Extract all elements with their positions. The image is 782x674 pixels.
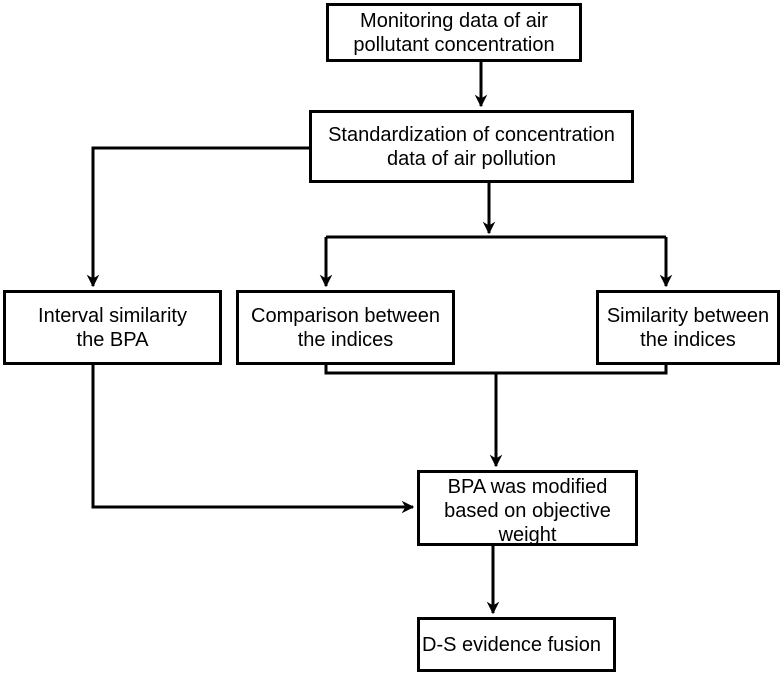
merge-comparison bbox=[324, 365, 668, 375]
node-bpa-modified: BPA was modified based on objective weig… bbox=[417, 470, 638, 546]
node-ds-evidence-fusion-label: D-S evidence fusion bbox=[422, 633, 601, 656]
arrow-interval-to-bpa bbox=[91, 365, 415, 514]
node-comparison-indices: Comparison between the indices bbox=[236, 290, 455, 365]
node-bpa-modified-label: BPA was modified based on objective weig… bbox=[444, 476, 611, 546]
node-ds-evidence-fusion: D-S evidence fusion bbox=[417, 617, 616, 672]
node-interval-similarity-label: Interval similarity the BPA bbox=[38, 304, 187, 351]
node-standardization: Standardization of concentration data of… bbox=[309, 110, 634, 183]
node-comparison-indices-label: Comparison between the indices bbox=[251, 304, 440, 351]
node-similarity-indices-label: Similarity between the indices bbox=[606, 304, 770, 351]
node-monitoring-data: Monitoring data of air pollutant concent… bbox=[326, 3, 582, 62]
node-interval-similarity: Interval similarity the BPA bbox=[3, 290, 222, 365]
node-monitoring-data-label: Monitoring data of air pollutant concent… bbox=[353, 9, 555, 56]
node-standardization-label: Standardization of concentration data of… bbox=[328, 123, 615, 170]
arrow-standardization-to-interval bbox=[86, 146, 309, 288]
node-similarity-indices: Similarity between the indices bbox=[596, 290, 780, 365]
